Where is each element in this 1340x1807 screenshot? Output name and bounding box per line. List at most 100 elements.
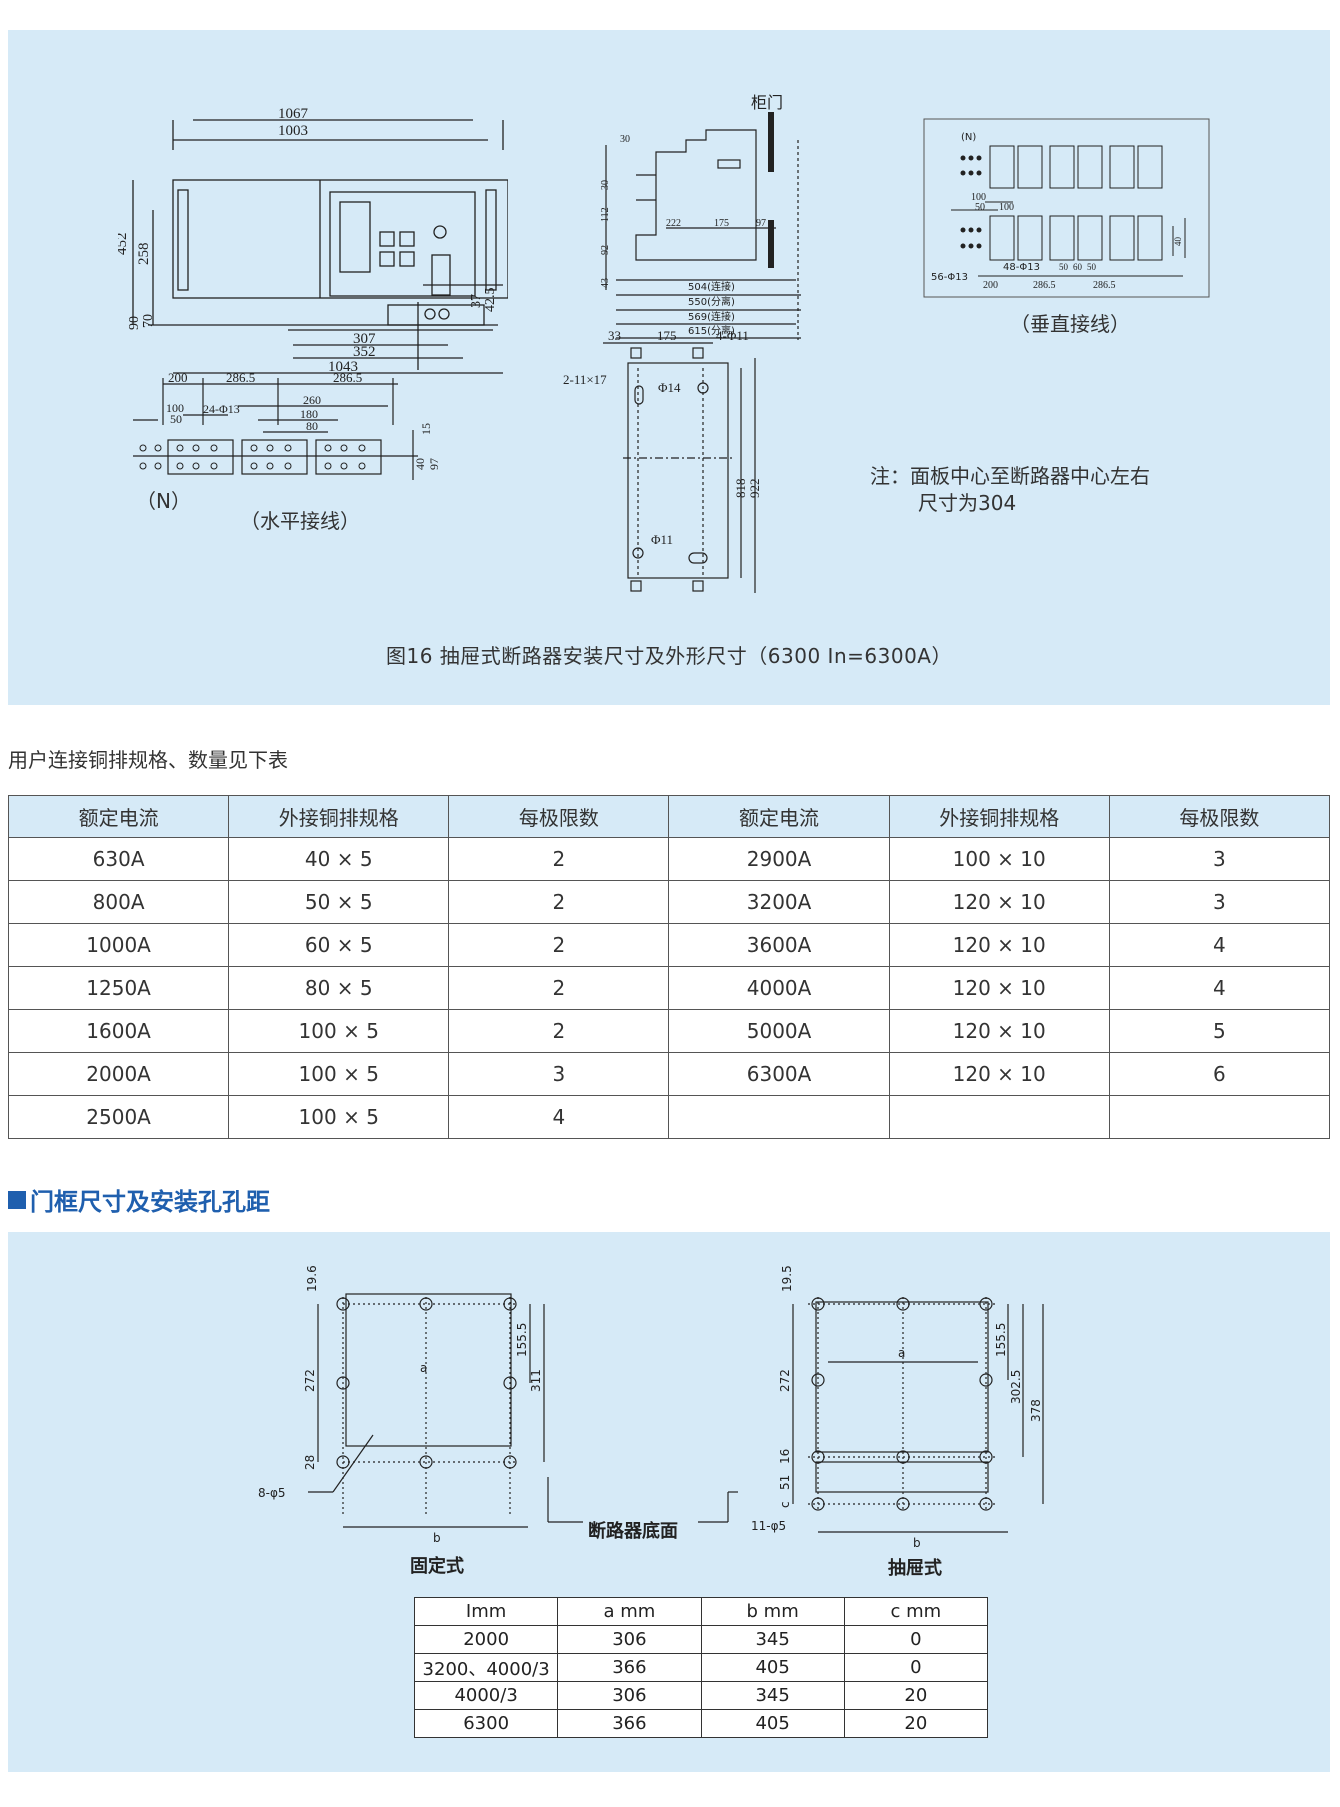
table-row: 2500A 100 × 5 4 (7, 1095, 1331, 1139)
table-cell: 6300A (668, 1052, 890, 1096)
table-cell: 0 (843, 1625, 989, 1654)
table-cell: 3 (448, 1052, 670, 1096)
section-heading: 门框尺寸及安装孔孔距 (8, 1182, 270, 1217)
table-cell (668, 1095, 890, 1139)
dim-258: 258 (136, 243, 152, 266)
hdim-286-5-b: 286.5 (333, 370, 362, 385)
ddim-155-5: 155.5 (994, 1323, 1008, 1357)
table-cell: 50 × 5 (228, 880, 450, 924)
sdim-222: 222 (666, 218, 681, 229)
table-cell: 40 × 5 (228, 837, 450, 881)
mdim-2-11x17: 2-11×17 (563, 372, 607, 387)
dim-352: 352 (353, 344, 376, 360)
table-cell: 2900A (668, 837, 890, 881)
table-cell: 4 (1108, 923, 1331, 967)
sdim-504: 504(连接) (688, 280, 735, 293)
table-cell: 345 (700, 1681, 845, 1710)
vdim-48-phi13: 48-Φ13 (1003, 262, 1040, 273)
fixed-type-drawing: 19.6 272 28 155.5 311 a b 8-φ5 (258, 1265, 545, 1545)
ddim-302-5: 302.5 (1009, 1370, 1023, 1404)
ddim-b: b (913, 1536, 921, 1550)
dim-70: 70 (141, 314, 156, 328)
horizontal-wiring-drawing: 200 286.5 286.5 100 50 24-Φ13 260 180 80… (133, 370, 441, 480)
hdim-286-5-a: 286.5 (226, 370, 255, 385)
sdim-43: 43 (600, 278, 611, 288)
table-cell: 1250A (7, 966, 230, 1010)
vdim-40: 40 (1173, 237, 1183, 247)
vdim-200: 200 (983, 280, 998, 291)
table-cell: 630A (7, 837, 230, 881)
table-cell: 405 (700, 1709, 845, 1738)
table-cell: 2 (448, 923, 670, 967)
table-cell: 120 × 10 (888, 923, 1110, 967)
section-heading-text: 门框尺寸及安装孔孔距 (30, 1188, 270, 1216)
table-cell: 100 × 5 (228, 1009, 450, 1053)
sdim-92: 92 (600, 245, 611, 255)
mdim-4-phi11: 4-Φ11 (716, 328, 749, 343)
sdim-30: 30 (600, 180, 611, 190)
table-row: 6300 366 405 20 (413, 1709, 989, 1738)
sdim-97: 97 (756, 218, 766, 229)
hdim-260: 260 (303, 393, 321, 407)
table-cell: 366 (557, 1653, 702, 1682)
table-cell: 2000A (7, 1052, 230, 1096)
hdim-40: 40 (413, 458, 427, 470)
table-cell: 345 (700, 1625, 845, 1654)
table-cell: 6 (1108, 1052, 1331, 1096)
sdim-175: 175 (714, 218, 729, 229)
dim-90: 90 (127, 316, 142, 330)
table-cell: 2 (448, 880, 670, 924)
table-cell: 120 × 10 (888, 1052, 1110, 1096)
table-cell: 3 (1108, 837, 1331, 881)
dim-42-5: 42.5 (483, 288, 498, 313)
col-header-rated-current: 额定电流 (7, 795, 230, 838)
col-header-imm: Imm (413, 1597, 559, 1626)
dim-307: 307 (353, 331, 376, 347)
door-frame-table: Imm a mm b mm c mm 2000 306 345 0 3200、4… (413, 1597, 989, 1738)
vertical-wiring-drawing: (N) 100 50 100 56-Φ13 48-Φ13 200 286.5 2… (923, 118, 1210, 298)
fdim-19-6: 19.6 (305, 1265, 319, 1292)
hdim-80: 80 (306, 419, 318, 433)
mount-view-drawing: 33 175 4-Φ11 2-11×17 Φ14 818 922 Φ11 (563, 328, 762, 593)
table-cell: 5 (1108, 1009, 1331, 1053)
ddim-51: 51 (778, 1475, 792, 1490)
vertical-n-label: (N) (961, 132, 976, 143)
hdim-180: 180 (300, 407, 318, 421)
table-cell: 306 (557, 1681, 702, 1710)
table-row: 2000A 100 × 5 3 6300A 120 × 10 6 (7, 1052, 1331, 1096)
figure16-panel: 1067 1003 452 258 90 70 37 42.5 307 352 … (8, 30, 1330, 705)
table-row: 3200、4000/3 366 405 0 (413, 1653, 989, 1682)
table-row: 1600A 100 × 5 2 5000A 120 × 10 5 (7, 1009, 1331, 1053)
fdim-28: 28 (303, 1455, 317, 1470)
table-cell: 3200A (668, 880, 890, 924)
hdim-24-phi13: 24-Φ13 (203, 402, 240, 416)
table-cell: 4 (448, 1095, 670, 1139)
table-row: 4000/3 306 345 20 (413, 1681, 989, 1710)
fdim-155-5: 155.5 (515, 1323, 529, 1357)
fdim-a: a (420, 1361, 427, 1375)
note-line2: 尺寸为304 (918, 491, 1017, 515)
table-cell: 2 (448, 837, 670, 881)
vdim-60: 60 (1073, 262, 1083, 272)
table-cell: 405 (700, 1653, 845, 1682)
ddim-272: 272 (778, 1369, 792, 1392)
heading-square-icon (8, 1190, 26, 1209)
ddim-a: a (898, 1346, 905, 1360)
vdim-286-5-a: 286.5 (1033, 280, 1056, 291)
ddim-11-phi5: 11-φ5 (751, 1519, 786, 1533)
hdim-200: 200 (168, 370, 188, 385)
table-row: 1000A 60 × 5 2 3600A 120 × 10 4 (7, 923, 1331, 967)
hdim-15: 15 (419, 423, 433, 435)
table-cell: 800A (7, 880, 230, 924)
vdim-50: 50 (975, 202, 985, 213)
frame-table-header-row: Imm a mm b mm c mm (413, 1597, 989, 1626)
side-view-drawing: 柜门 30 30 112 92 43 222 175 97 504(连接) 55… (600, 93, 801, 340)
table-row: 630A 40 × 5 2 2900A 100 × 10 3 (7, 837, 1331, 881)
ddim-378: 378 (1029, 1399, 1043, 1422)
vdim-50-b: 50 (1087, 262, 1097, 272)
table-header-row: 额定电流 外接铜排规格 每极限数 额定电流 外接铜排规格 每极限数 (7, 795, 1331, 838)
sdim-550: 550(分离) (688, 295, 735, 308)
table-cell: 5000A (668, 1009, 890, 1053)
fdim-8-phi5: 8-φ5 (258, 1486, 286, 1500)
table-cell: 100 × 5 (228, 1095, 450, 1139)
